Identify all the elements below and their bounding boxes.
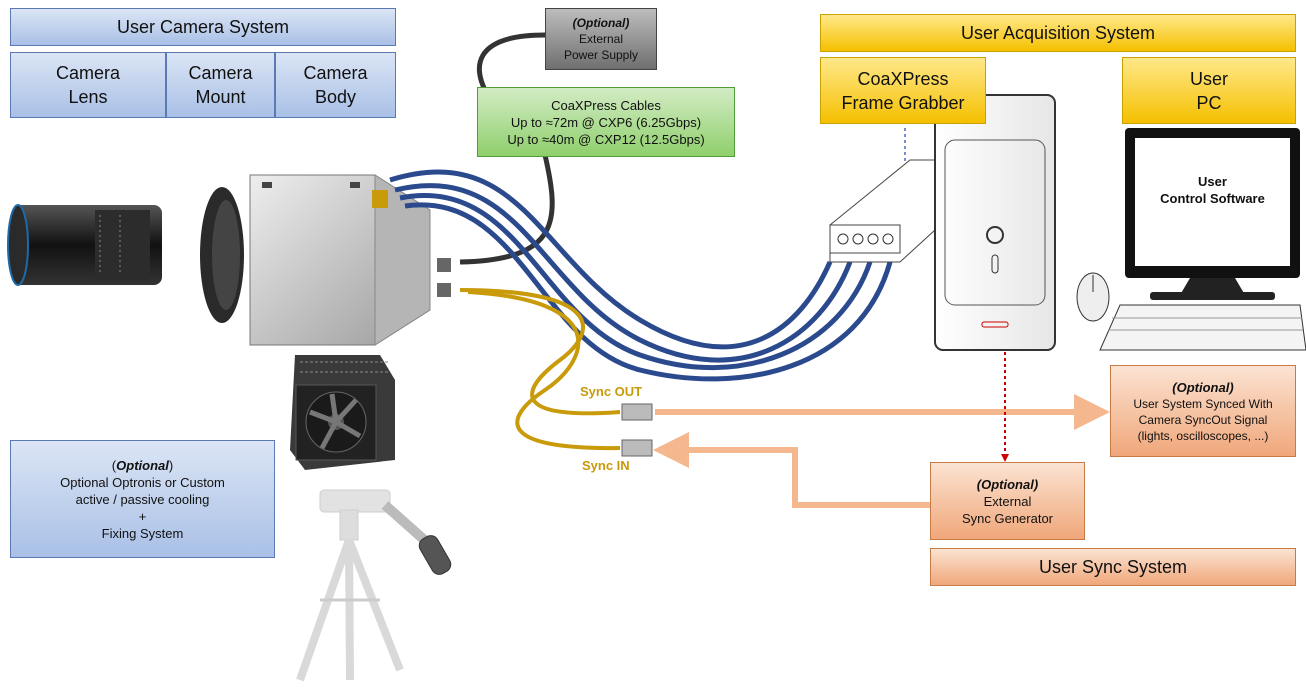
frame-grabber-card-illustration bbox=[829, 159, 936, 263]
camera-body-line1: Camera bbox=[303, 63, 368, 83]
cables-title: CoaXPress Cables bbox=[551, 97, 661, 113]
cooling-optional: Optional bbox=[116, 457, 169, 473]
coaxpress-cables-box: CoaXPress Cables Up to ≈72m @ CXP6 (6.25… bbox=[477, 87, 735, 157]
frame-grabber-label: CoaXPress Frame Grabber bbox=[820, 57, 986, 124]
user-sync-system-title: User Sync System bbox=[930, 548, 1296, 586]
mouse-keyboard-illustration bbox=[1076, 272, 1306, 351]
cooling-line3: + bbox=[138, 508, 147, 524]
synced-system-box: (Optional) User System Synced With Camer… bbox=[1110, 365, 1296, 457]
cooling-line1: Optional Optronis or Custom bbox=[60, 474, 225, 490]
camera-lens-label: Camera Lens bbox=[10, 52, 166, 118]
camera-lens-line2: Lens bbox=[68, 87, 108, 107]
sync-generator-line1: External bbox=[983, 493, 1032, 509]
grabber-line2: Frame Grabber bbox=[841, 92, 965, 113]
coaxpress-cables bbox=[389, 169, 893, 382]
monitor-illustration bbox=[1125, 128, 1300, 300]
cables-line2: Up to ≈40m @ CXP12 (12.5Gbps) bbox=[507, 131, 705, 147]
user-acquisition-system-title: User Acquisition System bbox=[820, 14, 1296, 52]
cables-line1: Up to ≈72m @ CXP6 (6.25Gbps) bbox=[510, 114, 702, 130]
camera-lens-illustration bbox=[7, 204, 162, 286]
user-control-software-label: User Control Software bbox=[1135, 160, 1290, 220]
synced-line1: User System Synced With bbox=[1133, 396, 1273, 411]
tripod-illustration bbox=[296, 489, 452, 682]
pc-line2: PC bbox=[1196, 92, 1222, 113]
user-pc-label: User PC bbox=[1122, 57, 1296, 124]
cooling-fixing-box: (Optional) Optional Optronis or Custom a… bbox=[10, 440, 275, 558]
camera-body-line2: Body bbox=[314, 87, 357, 107]
camera-system-title-text: User Camera System bbox=[116, 17, 290, 37]
synced-line2: Camera SyncOut Signal bbox=[1138, 412, 1268, 427]
camera-body-label: Camera Body bbox=[275, 52, 396, 118]
software-line2: Control Software bbox=[1160, 191, 1265, 206]
external-power-supply-box: (Optional) External Power Supply bbox=[545, 8, 657, 70]
sync-in-label: Sync IN bbox=[582, 458, 630, 473]
camera-mount-illustration bbox=[200, 187, 244, 323]
power-supply-optional: (Optional) bbox=[572, 16, 630, 30]
acquisition-title-text: User Acquisition System bbox=[960, 23, 1156, 43]
sync-system-title-text: User Sync System bbox=[1038, 557, 1188, 577]
cooling-line4: Fixing System bbox=[101, 525, 184, 541]
sync-generator-optional: (Optional) bbox=[976, 476, 1039, 492]
sync-generator-box: (Optional) External Sync Generator bbox=[930, 462, 1085, 540]
camera-lens-line1: Camera bbox=[55, 63, 121, 83]
sync-generator-line2: Sync Generator bbox=[961, 510, 1054, 526]
sync-out-label: Sync OUT bbox=[580, 384, 643, 399]
power-supply-line1: External bbox=[578, 32, 624, 46]
synced-optional: (Optional) bbox=[1172, 379, 1234, 395]
grabber-line1: CoaXPress bbox=[857, 68, 949, 89]
camera-mount-line1: Camera bbox=[188, 63, 253, 83]
synced-line3: (lights, oscilloscopes, ...) bbox=[1137, 428, 1269, 443]
pc-tower-illustration bbox=[934, 94, 1056, 351]
camera-body-illustration bbox=[249, 174, 451, 346]
camera-mount-line2: Mount bbox=[195, 87, 246, 107]
cooling-fan-illustration bbox=[290, 355, 395, 470]
sync-out-connector bbox=[621, 403, 653, 421]
power-cable bbox=[476, 32, 546, 92]
power-supply-line2: Power Supply bbox=[563, 48, 639, 62]
cooling-line2: active / passive cooling bbox=[75, 491, 210, 507]
sync-in-connector bbox=[621, 439, 653, 457]
camera-mount-label: Camera Mount bbox=[166, 52, 275, 118]
user-camera-system-title: User Camera System bbox=[10, 8, 396, 46]
sync-signal-arrows bbox=[653, 394, 1110, 508]
sync-cables bbox=[459, 288, 621, 451]
cooling-optional-line: (Optional) bbox=[111, 457, 174, 473]
pc-line1: User bbox=[1189, 68, 1228, 89]
software-line1: User bbox=[1198, 174, 1227, 189]
